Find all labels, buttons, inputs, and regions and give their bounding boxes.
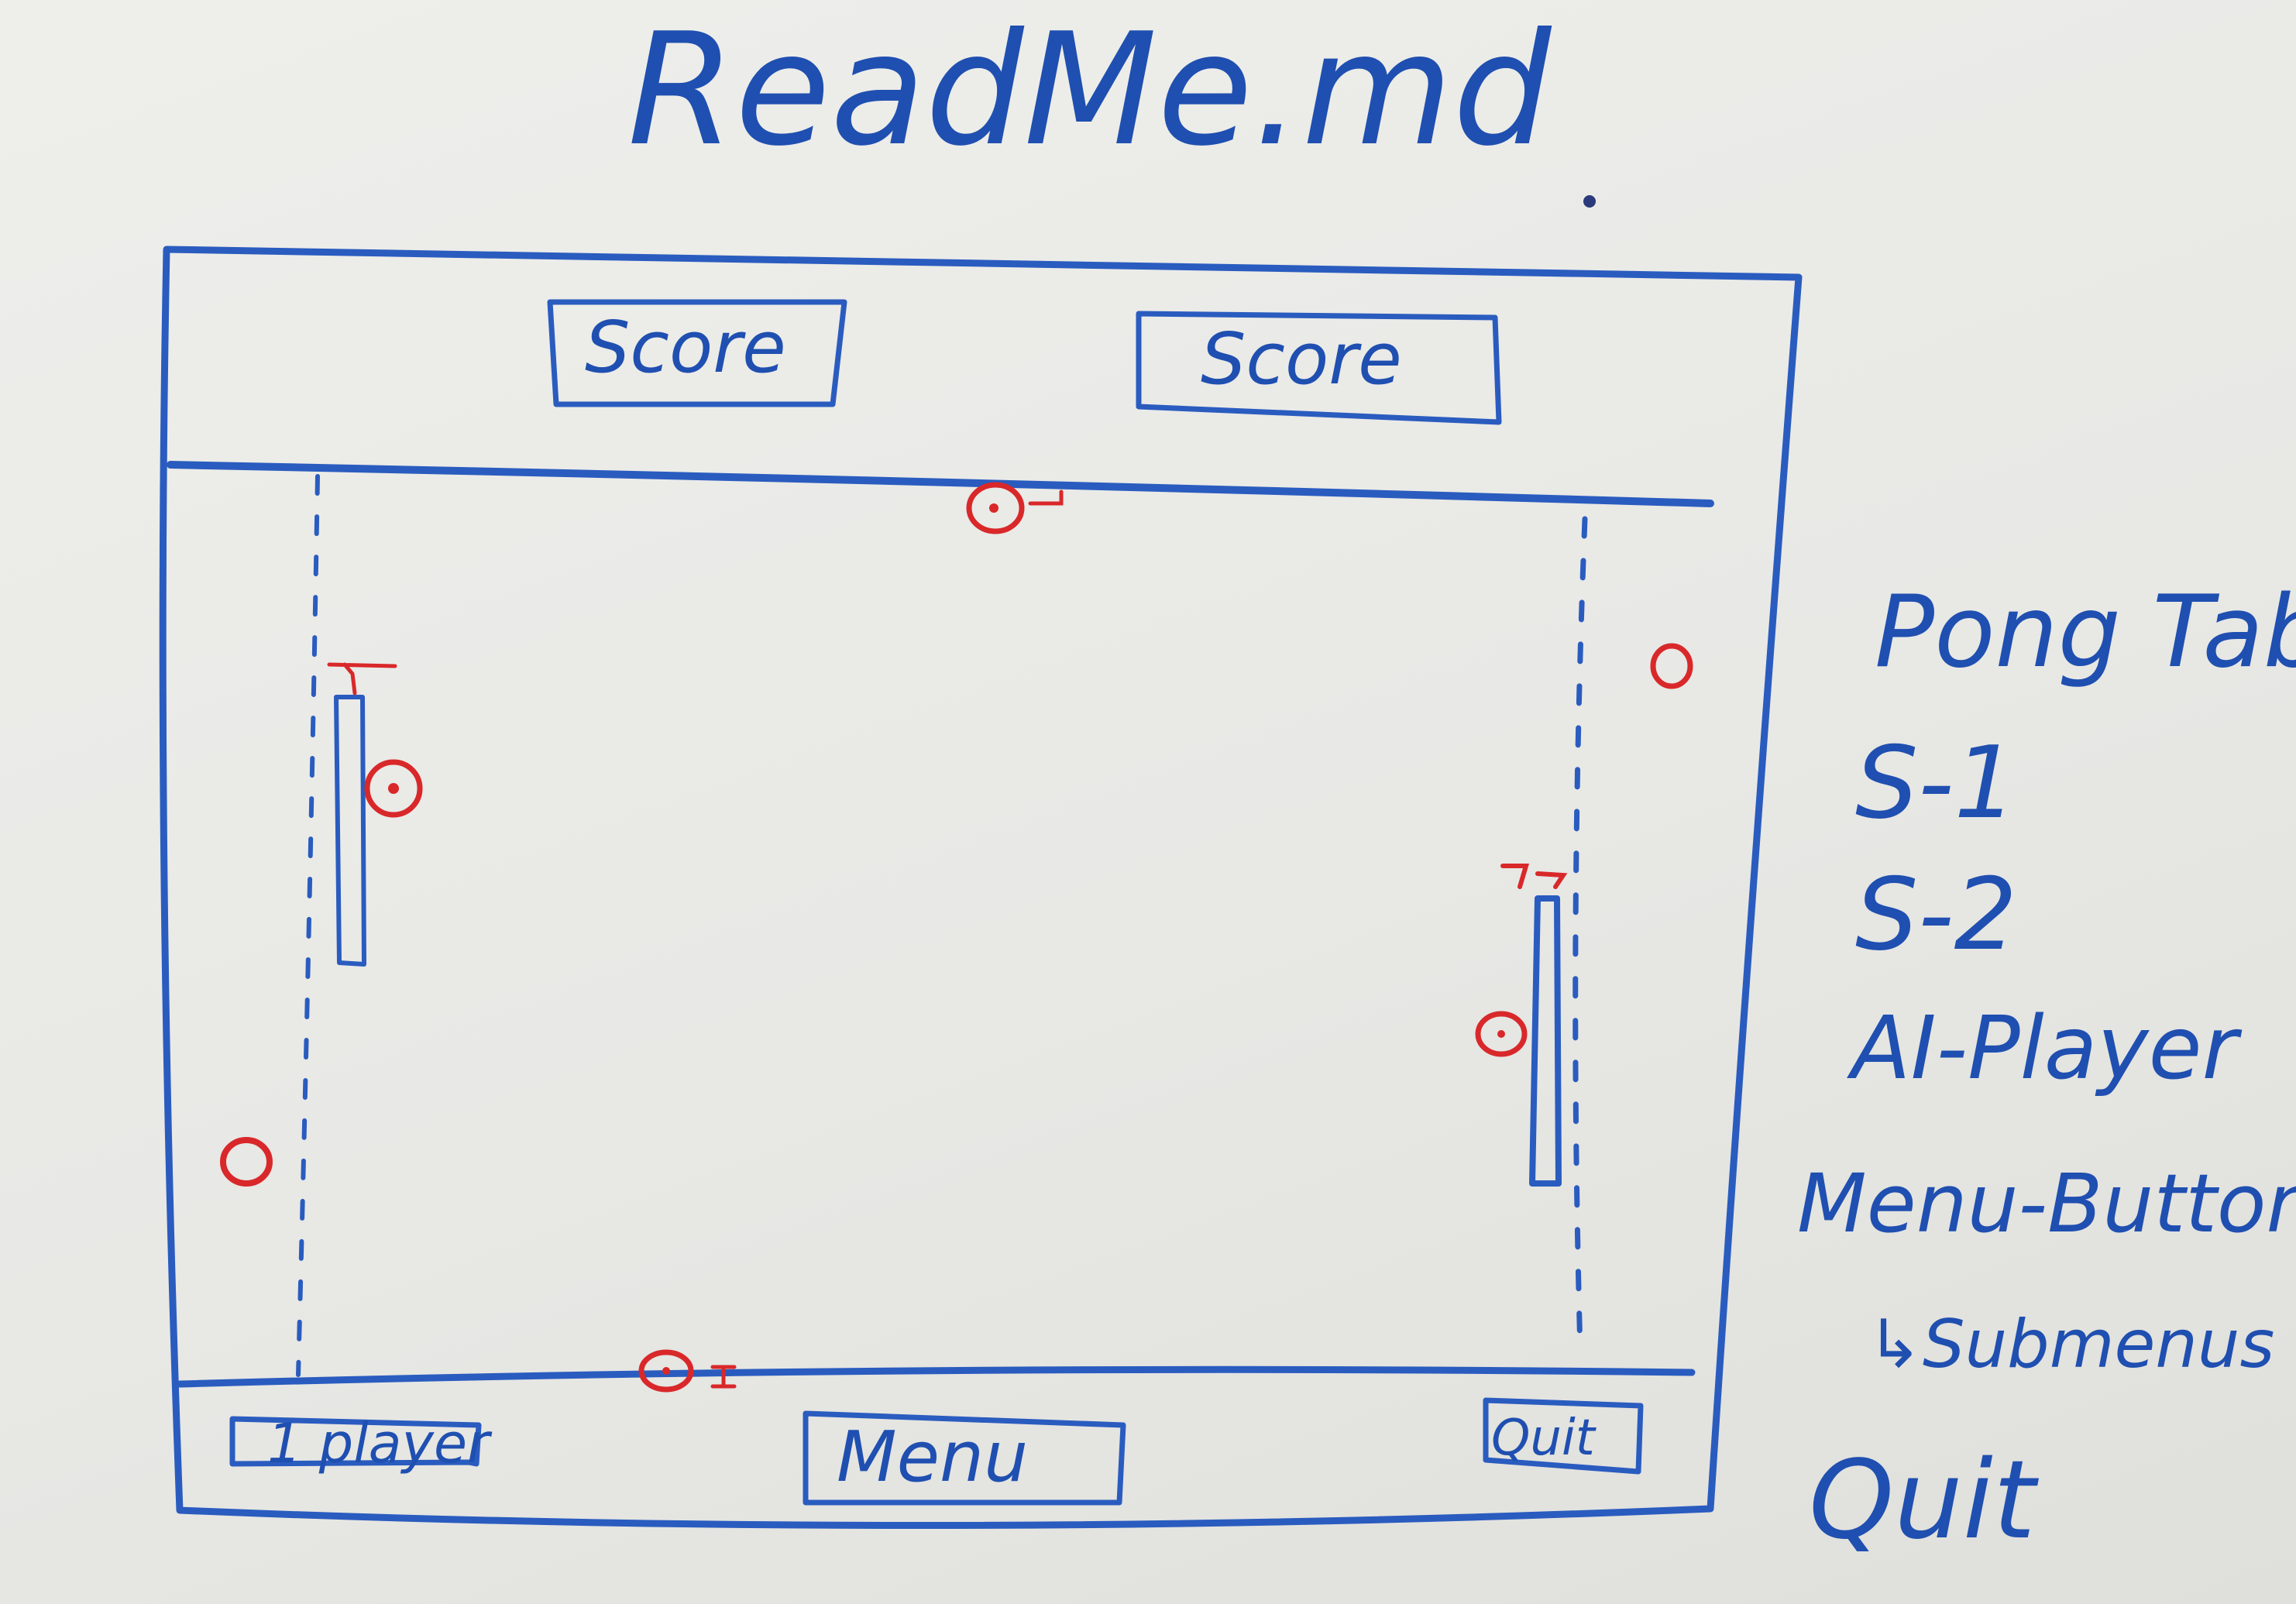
note-s2: S-2 xyxy=(1855,857,2017,973)
left-paddle xyxy=(334,695,366,967)
quit-button[interactable]: Quit xyxy=(1483,1397,1644,1475)
note-submenus: ↳Submenus xyxy=(1867,1306,2274,1383)
one-player-button[interactable]: 1 player xyxy=(229,1412,493,1475)
score-right-label: Score xyxy=(1201,318,1402,400)
right-goal-line xyxy=(1572,516,1588,1355)
one-player-label: 1 player xyxy=(267,1412,493,1475)
menu-label: Menu xyxy=(837,1417,1028,1498)
quit-label: Quit xyxy=(1491,1410,1597,1467)
header-divider xyxy=(167,461,1714,507)
note-quit: Quit xyxy=(1809,1437,2040,1564)
game-frame xyxy=(159,246,1803,1530)
requirements-notes: Pong Table S-1 S-2 AI-Player Menu-Button… xyxy=(1797,575,2296,1564)
score-box-right: Score xyxy=(1136,311,1502,425)
sketch-title: ReadMe.md xyxy=(627,0,1552,180)
note-s1: S-1 xyxy=(1855,726,2017,841)
score-box-left: Score xyxy=(547,299,847,407)
note-pong-table: Pong Table xyxy=(1875,575,2296,690)
score-left-label: Score xyxy=(585,306,786,389)
stray-marker-dot xyxy=(1583,195,1596,208)
red-markers xyxy=(220,482,1693,1393)
right-paddle xyxy=(1529,895,1562,1187)
footer-divider xyxy=(176,1365,1696,1388)
menu-button[interactable]: Menu xyxy=(803,1410,1126,1506)
left-goal-line xyxy=(296,474,320,1377)
note-menu-button: Menu-Button xyxy=(1797,1156,2296,1251)
note-ai-player: AI-Player xyxy=(1847,998,2243,1099)
